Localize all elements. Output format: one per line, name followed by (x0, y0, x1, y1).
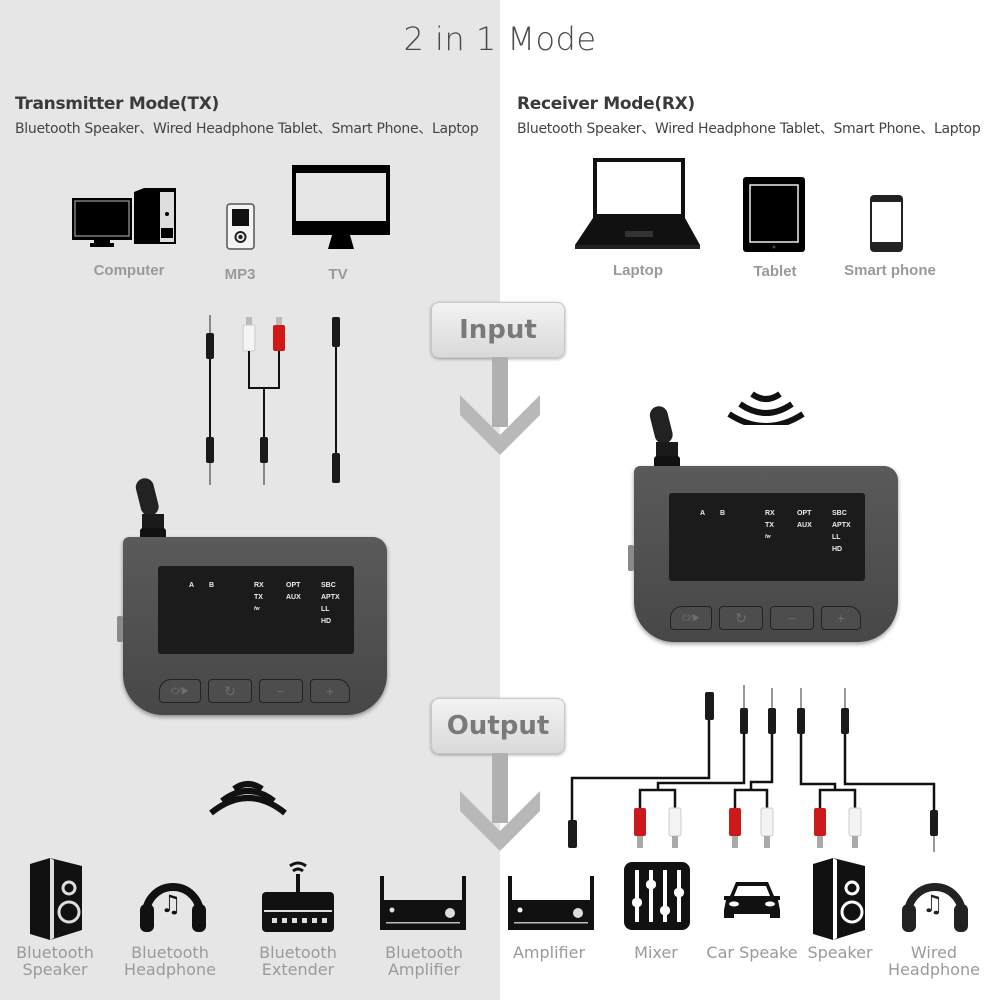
wireless-signal-icon (727, 391, 805, 425)
output-arrow-icon (460, 753, 540, 851)
volume-down-button[interactable]: − (770, 606, 814, 630)
output-label-car-speaker: Car Speake (706, 943, 798, 962)
volume-down-button[interactable]: − (259, 679, 303, 703)
amplifier-icon (380, 876, 466, 930)
source-label-tablet: Tablet (753, 263, 797, 280)
output-label-speaker: Speaker (807, 943, 873, 962)
source-label-smartphone: Smart phone (844, 262, 936, 279)
led-rx: RX (765, 510, 775, 517)
led-b: B (720, 510, 726, 517)
pair-button[interactable]: ↻ (208, 679, 252, 703)
led-sbc: SBC (321, 582, 336, 589)
receiver-mode-subtitle: Bluetooth Speaker、Wired Headphone Tablet… (517, 121, 981, 137)
led-hd: HD (832, 546, 843, 553)
led-tx: TX (765, 522, 774, 529)
led-tx: TX (254, 594, 263, 601)
volume-up-button[interactable]: + (821, 606, 861, 630)
led-hd: HD (321, 618, 332, 625)
svg-text:♫: ♫ (922, 890, 944, 918)
source-label-computer: Computer (93, 262, 165, 279)
wireless-signal-icon (209, 781, 287, 816)
pair-button[interactable]: ↻ (719, 606, 763, 630)
led-opt: OPT (286, 582, 301, 589)
side-switch (628, 545, 634, 571)
transmitter-mode-title: Transmitter Mode(TX) (15, 94, 219, 114)
led-ll: LL (321, 606, 330, 613)
receiver-mode-title: Receiver Mode(RX) (517, 94, 695, 114)
transmitter-panel-background (0, 0, 500, 1000)
power-play-button[interactable]: ⏻⁄▶ (159, 679, 201, 703)
led-small: fw (765, 534, 771, 540)
source-label-laptop: Laptop (613, 262, 663, 279)
input-arrow-icon (460, 357, 540, 455)
led-display-panel (669, 493, 865, 581)
led-b: B (209, 582, 215, 589)
output-label: Output (431, 698, 565, 754)
computer-icon (72, 188, 176, 247)
led-aux: AUX (797, 522, 812, 529)
led-aux: AUX (286, 594, 301, 601)
antenna-icon (649, 406, 680, 470)
antenna-icon (135, 478, 166, 542)
page-title: 2 in 1 Mode (403, 20, 597, 58)
source-label-mp3: MP3 (224, 266, 256, 283)
tablet-icon (743, 177, 805, 252)
transmitter-mode-subtitle: Bluetooth Speaker、Wired Headphone Tablet… (15, 121, 479, 137)
led-sbc: SBC (832, 510, 847, 517)
car-icon (724, 882, 780, 918)
output-label-amplifier: Amplifier (512, 943, 586, 962)
svg-text:♫: ♫ (160, 890, 182, 918)
volume-up-button[interactable]: + (310, 679, 350, 703)
source-label-tv: TV (328, 266, 348, 283)
led-a: A (700, 510, 706, 517)
smartphone-icon (870, 195, 903, 252)
headphone-icon: ♫ (902, 883, 968, 932)
input-label: Input (431, 302, 565, 358)
led-display-panel (158, 566, 354, 654)
speaker-icon (813, 858, 865, 940)
laptop-icon (575, 158, 700, 249)
headphone-icon: ♫ (140, 883, 206, 932)
mixer-icon (624, 862, 690, 930)
input-cables-icon (206, 315, 340, 485)
amplifier-icon (508, 876, 594, 930)
speaker-icon (30, 858, 82, 940)
led-aptx: APTX (832, 522, 851, 529)
tv-icon (292, 165, 390, 249)
led-rx: RX (254, 582, 264, 589)
led-small: fw (254, 606, 260, 612)
router-icon (262, 861, 334, 932)
led-opt: OPT (797, 510, 812, 517)
led-a: A (189, 582, 195, 589)
side-switch (117, 616, 123, 642)
output-cables-icon (568, 685, 938, 852)
output-label-mixer: Mixer (634, 943, 678, 962)
led-ll: LL (832, 534, 841, 541)
led-aptx: APTX (321, 594, 340, 601)
power-play-button[interactable]: ⏻⁄▶ (670, 606, 712, 630)
mp3-player-icon (226, 203, 255, 250)
